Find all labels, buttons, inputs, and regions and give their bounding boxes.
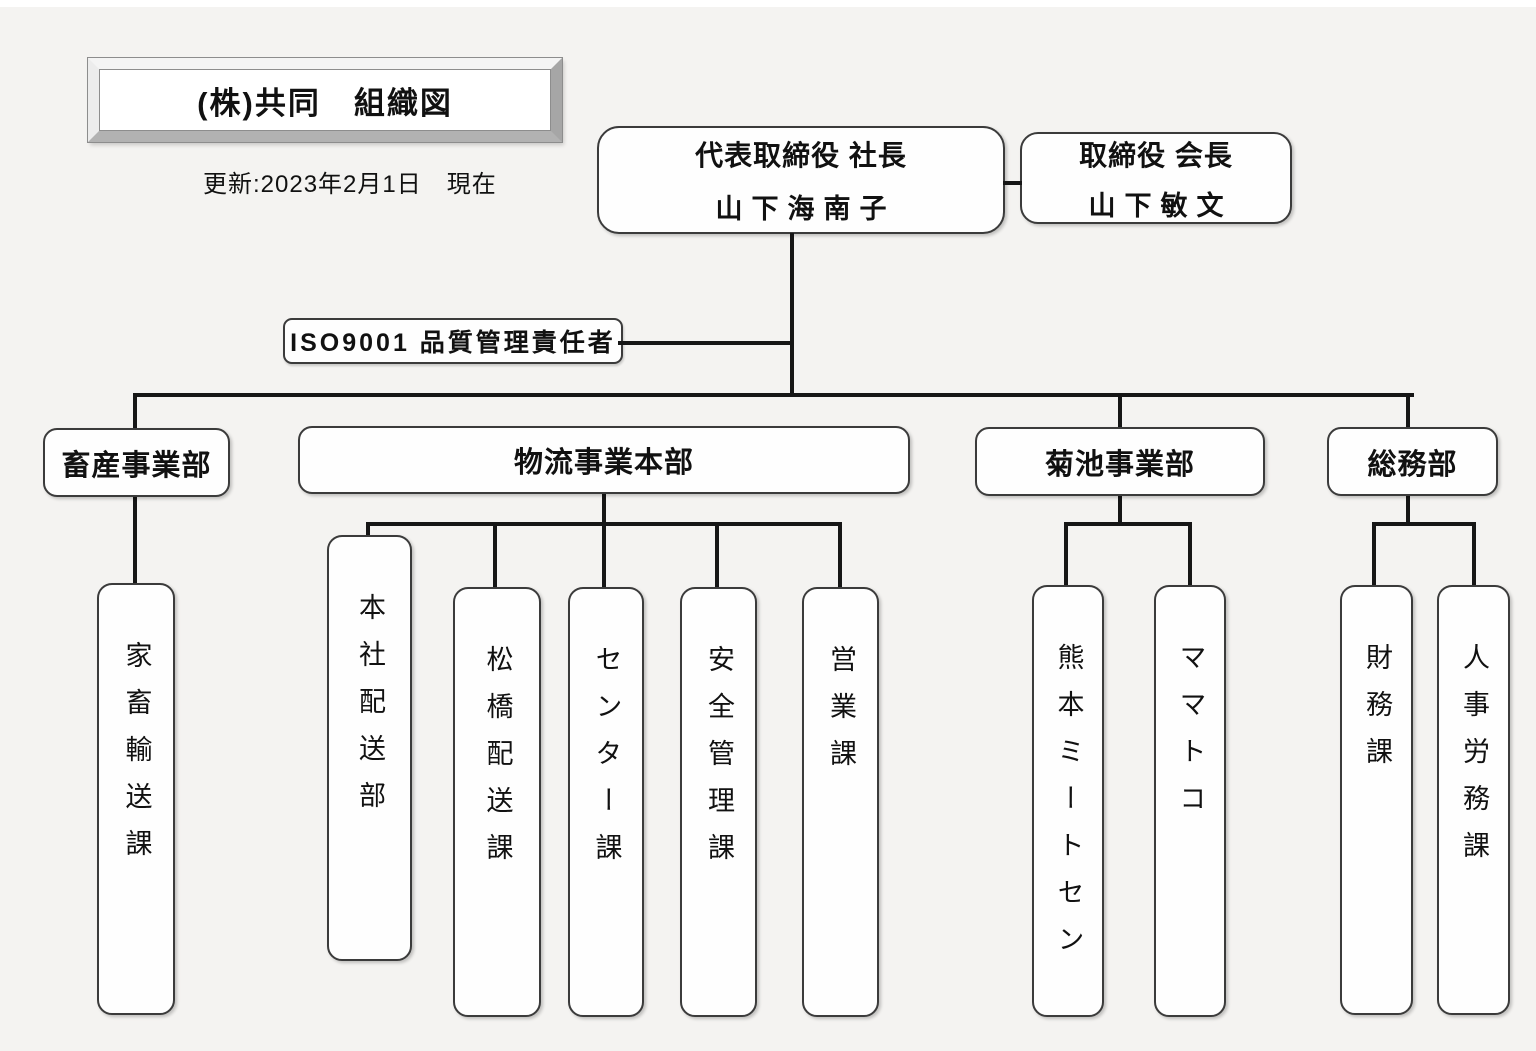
division-label: 畜産事業部 [61,449,212,482]
chairman-name: 山下敏文 [1088,190,1233,221]
division-box-kikuchi: 菊池事業部 [975,427,1265,496]
chairman-title: 取締役 会長 [1079,139,1233,171]
connector-butsuryu-child-5 [838,522,842,589]
section-box-jinji-romu: 人事労務課 [1437,585,1510,1015]
section-label: 財務課 [1362,643,1392,784]
connector-somu-child-1 [1372,522,1376,587]
connector-butsuryu-child-2 [493,522,497,589]
connector-drop-chikusan [133,393,137,430]
connector-somu-child-2 [1472,522,1476,587]
iso-9001-label: ISO9001 品質管理責任者 [290,329,616,357]
president-box: 代表取締役 社長 山下海南子 [597,126,1005,234]
connector-president-chairman [1003,181,1022,185]
connector-chikusan-child [133,494,137,586]
section-label: 家畜輸送課 [121,641,152,876]
connector-butsuryu-child-3 [602,522,606,589]
section-box-honsha-haiso: 本社配送部 [327,535,412,961]
section-label: ママトコ [1175,643,1206,831]
section-box-matsubase-haiso: 松橋配送課 [453,587,541,1017]
connector-drop-somu [1406,393,1410,430]
section-label: 熊本ミートセン [1053,643,1084,972]
section-box-center-ka: センター課 [568,587,644,1017]
section-label: 営業課 [826,645,856,786]
connector-butsuryu-child-1 [366,522,370,539]
section-label: 人事労務課 [1459,643,1489,878]
division-label: 総務部 [1367,448,1458,481]
connector-butsuryu-child-4 [715,522,719,589]
connector-drop-kikuchi [1118,393,1122,430]
connector-kikuchi-child-2 [1188,522,1192,587]
chairman-box: 取締役 会長 山下敏文 [1020,132,1292,224]
division-box-butsuryu: 物流事業本部 [298,426,910,494]
chart-title-box: (株)共同 組織図 [87,57,563,143]
iso-9001-box: ISO9001 品質管理責任者 [283,318,623,364]
section-box-anzen-kanri: 安全管理課 [680,587,757,1017]
division-label: 物流事業本部 [513,447,694,479]
connector-trunk-horizontal [133,393,1414,397]
president-name: 山下海南子 [715,194,896,224]
section-box-kumamoto-meat-center: 熊本ミートセン [1032,585,1104,1017]
connector-kikuchi-drop [1118,494,1122,526]
section-box-kachiku-yuso: 家畜輸送課 [97,583,175,1015]
chart-title: (株)共同 組織図 [197,85,453,121]
division-box-chikusan: 畜産事業部 [43,428,230,497]
connector-butsuryu-drop [602,492,606,526]
connector-kikuchi-child-1 [1064,522,1068,587]
section-box-zaimu-ka: 財務課 [1340,585,1413,1015]
connector-kikuchi-rail [1064,522,1192,526]
connector-somu-drop [1406,494,1410,526]
section-label: 松橋配送課 [482,645,513,880]
connector-iso-trunk [618,341,794,345]
connector-trunk-vertical [790,233,794,395]
president-title: 代表取締役 社長 [695,140,907,171]
section-label: センター課 [591,645,622,880]
division-box-somu: 総務部 [1327,427,1498,496]
section-box-mamatoko: ママトコ [1154,585,1226,1017]
update-date-note: 更新:2023年2月1日 現在 [203,171,497,198]
division-label: 菊池事業部 [1044,448,1195,481]
section-label: 安全管理課 [704,645,734,880]
section-label: 本社配送部 [355,593,385,828]
connector-somu-rail [1372,522,1476,526]
page-top-edge [0,0,1536,7]
section-box-eigyo-ka: 営業課 [802,587,879,1017]
